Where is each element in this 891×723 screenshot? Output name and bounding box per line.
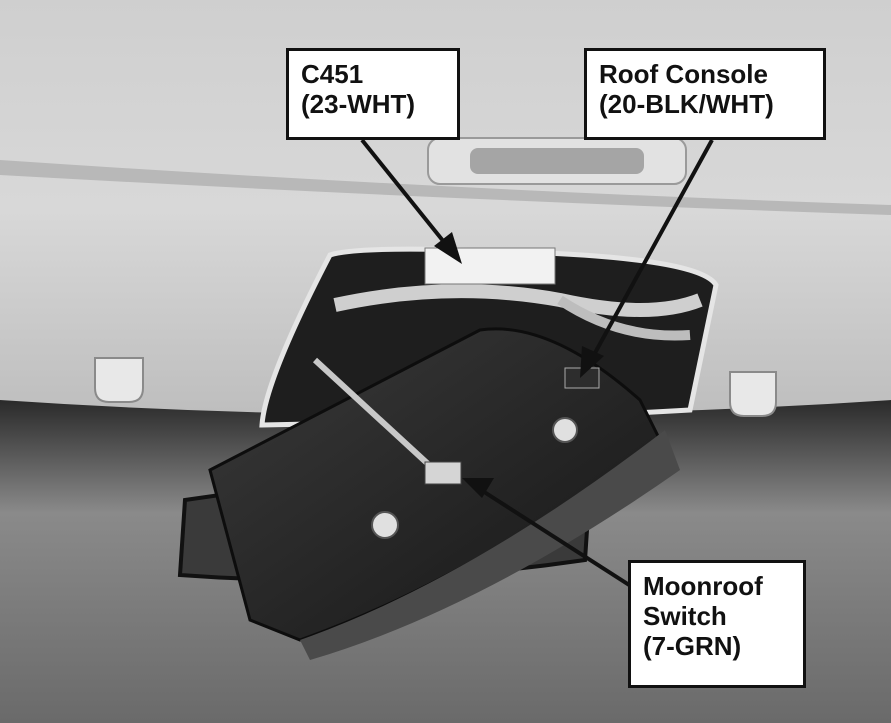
c451-callout-line2: (23-WHT) [301, 89, 416, 119]
roof-console-callout-line2: (20-BLK/WHT) [599, 89, 774, 119]
moonroof-switch-callout-line2: Switch [643, 601, 727, 631]
roof-console-callout-line1: Roof Console [599, 59, 768, 89]
c451-callout: C451 (23-WHT) [286, 48, 460, 140]
c451-callout-line1: C451 [301, 59, 364, 89]
moonroof-switch-callout-line1: Moonroof [643, 571, 763, 601]
moonroof-switch-callout: Moonroof Switch (7-GRN) [628, 560, 806, 688]
roof-console-callout: Roof Console (20-BLK/WHT) [584, 48, 826, 140]
moonroof-switch-callout-line3: (7-GRN) [643, 631, 742, 661]
